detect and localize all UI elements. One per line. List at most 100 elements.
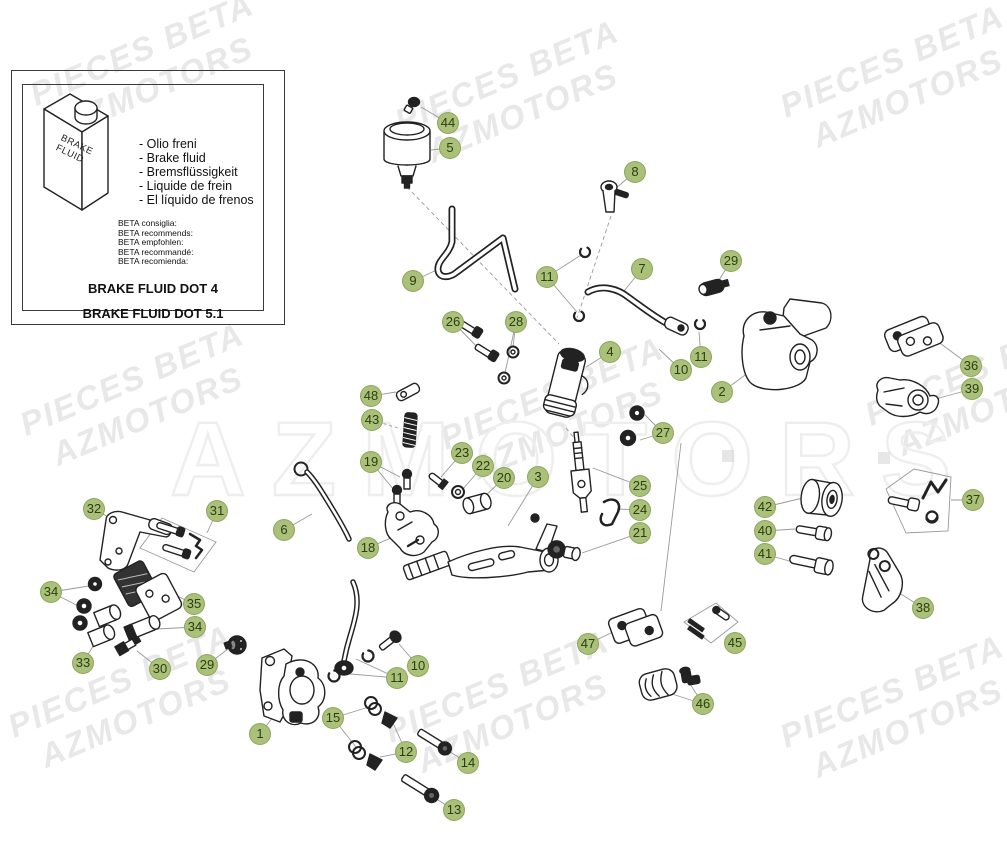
part-30-bleeder-valve bbox=[114, 636, 142, 657]
part-1-front-caliper bbox=[259, 648, 326, 726]
part-callout[interactable]: 48 bbox=[360, 385, 382, 407]
part-callout[interactable]: 8 bbox=[624, 161, 646, 183]
part-37-pin-kit bbox=[887, 478, 948, 524]
part-23-pin bbox=[428, 472, 449, 491]
part-callout[interactable]: 25 bbox=[629, 475, 651, 497]
part-34-sleeve bbox=[123, 614, 161, 641]
part-callout[interactable]: 34 bbox=[184, 616, 206, 638]
watermark-square bbox=[878, 452, 890, 464]
part-front-hose bbox=[327, 579, 375, 683]
part-47-brake-pads bbox=[607, 607, 664, 647]
part-callout[interactable]: 47 bbox=[577, 633, 599, 655]
part-callout[interactable]: 2 bbox=[711, 381, 733, 403]
part-callout[interactable]: 12 bbox=[395, 741, 417, 763]
part-36-brake-pads bbox=[883, 315, 944, 357]
part-9-hose-guide bbox=[434, 205, 519, 293]
part-callout[interactable]: 29 bbox=[720, 250, 742, 272]
part-40-pin bbox=[795, 525, 833, 542]
dot4-label: BRAKE FLUID DOT 4 bbox=[88, 281, 218, 296]
part-callout[interactable]: 32 bbox=[83, 498, 105, 520]
part-callout[interactable]: 18 bbox=[357, 537, 379, 559]
part-26-bolts bbox=[458, 320, 500, 363]
part-callout[interactable]: 14 bbox=[457, 752, 479, 774]
part-callout[interactable]: 20 bbox=[493, 467, 515, 489]
fluid-name-list: - Olio freni - Brake fluid - Bremsflüssi… bbox=[139, 137, 254, 207]
part-callout[interactable]: 9 bbox=[402, 270, 424, 292]
fluid-name: - Bremsflüssigkeit bbox=[139, 165, 238, 179]
part-callout[interactable]: 38 bbox=[912, 597, 934, 619]
part-callout[interactable]: 31 bbox=[206, 500, 228, 522]
part-48-plate bbox=[395, 382, 421, 402]
part-42-roller bbox=[800, 478, 843, 517]
part-39-caliper-support bbox=[875, 376, 940, 418]
part-15-rings bbox=[348, 696, 382, 760]
part-29-cap bbox=[223, 635, 247, 655]
part-callout[interactable]: 36 bbox=[960, 355, 982, 377]
part-callout[interactable]: 10 bbox=[407, 655, 429, 677]
part-8-banjo-bolt bbox=[600, 180, 629, 213]
part-callout[interactable]: 19 bbox=[360, 451, 382, 473]
part-callout[interactable]: 30 bbox=[149, 658, 171, 680]
part-callout[interactable]: 26 bbox=[442, 311, 464, 333]
part-22-washer bbox=[451, 485, 465, 499]
part-callout[interactable]: 7 bbox=[631, 258, 653, 280]
brake-fluid-info-box: BRAKE FLUID - Olio freni - Brake fluid -… bbox=[11, 70, 285, 325]
part-callout[interactable]: 4 bbox=[599, 341, 621, 363]
watermark-square bbox=[722, 450, 734, 462]
part-callout[interactable]: 5 bbox=[439, 137, 461, 159]
part-14-bolt bbox=[417, 728, 453, 756]
part-44-bolt bbox=[403, 96, 421, 114]
part-callout[interactable]: 23 bbox=[451, 442, 473, 464]
recommendation: BETA empfohlen: bbox=[118, 237, 184, 248]
part-callout[interactable]: 6 bbox=[273, 519, 295, 541]
part-callout[interactable]: 11 bbox=[536, 266, 558, 288]
part-38-guide bbox=[861, 547, 903, 613]
recommendation: BETA recomienda: bbox=[118, 256, 189, 267]
part-callout[interactable]: 35 bbox=[183, 593, 205, 615]
part-callout[interactable]: 33 bbox=[72, 652, 94, 674]
part-29-switch bbox=[698, 278, 730, 297]
part-callout[interactable]: 11 bbox=[386, 667, 408, 689]
part-callout[interactable]: 40 bbox=[754, 520, 776, 542]
part-7-brake-hose bbox=[572, 245, 707, 336]
part-12-dust-caps bbox=[366, 711, 398, 771]
part-callout[interactable]: 10 bbox=[670, 359, 692, 381]
part-6-spring-arm bbox=[293, 461, 352, 542]
part-callout[interactable]: 3 bbox=[527, 466, 549, 488]
part-callout[interactable]: 39 bbox=[961, 378, 983, 400]
part-callout[interactable]: 28 bbox=[505, 311, 527, 333]
part-callout[interactable]: 34 bbox=[40, 581, 62, 603]
part-41-pin bbox=[789, 554, 834, 576]
part-25-push-rod bbox=[570, 431, 592, 513]
part-callout[interactable]: 41 bbox=[754, 543, 776, 565]
part-18-pivot-bracket bbox=[384, 502, 439, 557]
part-callout[interactable]: 22 bbox=[472, 455, 494, 477]
part-10-banjo-bolt bbox=[378, 630, 402, 651]
part-3-brake-pedal bbox=[402, 513, 559, 581]
part-callout[interactable]: 15 bbox=[322, 707, 344, 729]
part-callout[interactable]: 21 bbox=[629, 522, 651, 544]
fluid-name: - Brake fluid bbox=[139, 151, 206, 165]
part-callout[interactable]: 45 bbox=[724, 632, 746, 654]
part-4-master-cylinder bbox=[542, 347, 589, 418]
part-callout[interactable]: 24 bbox=[629, 499, 651, 521]
part-24-clip bbox=[599, 498, 621, 527]
part-callout[interactable]: 43 bbox=[361, 409, 383, 431]
part-13-bolt bbox=[400, 774, 440, 804]
part-callout[interactable]: 1 bbox=[249, 723, 271, 745]
recommendation: BETA recommandé: bbox=[118, 246, 194, 257]
part-callout[interactable]: 44 bbox=[437, 112, 459, 134]
recommendation: BETA consiglia: bbox=[118, 218, 177, 228]
recommendation-list: BETA consiglia: BETA recommends: BETA em… bbox=[118, 218, 194, 267]
part-callout[interactable]: 13 bbox=[443, 799, 465, 821]
fluid-name: - El líquido de frenos bbox=[139, 193, 254, 207]
part-callout[interactable]: 46 bbox=[692, 693, 714, 715]
part-callout[interactable]: 11 bbox=[690, 346, 712, 368]
part-callout[interactable]: 42 bbox=[754, 496, 776, 518]
part-27-nuts bbox=[619, 405, 645, 447]
part-callout[interactable]: 27 bbox=[652, 422, 674, 444]
part-callout[interactable]: 29 bbox=[196, 654, 218, 676]
part-35-brake-pads bbox=[113, 560, 183, 622]
part-callout[interactable]: 37 bbox=[962, 489, 984, 511]
